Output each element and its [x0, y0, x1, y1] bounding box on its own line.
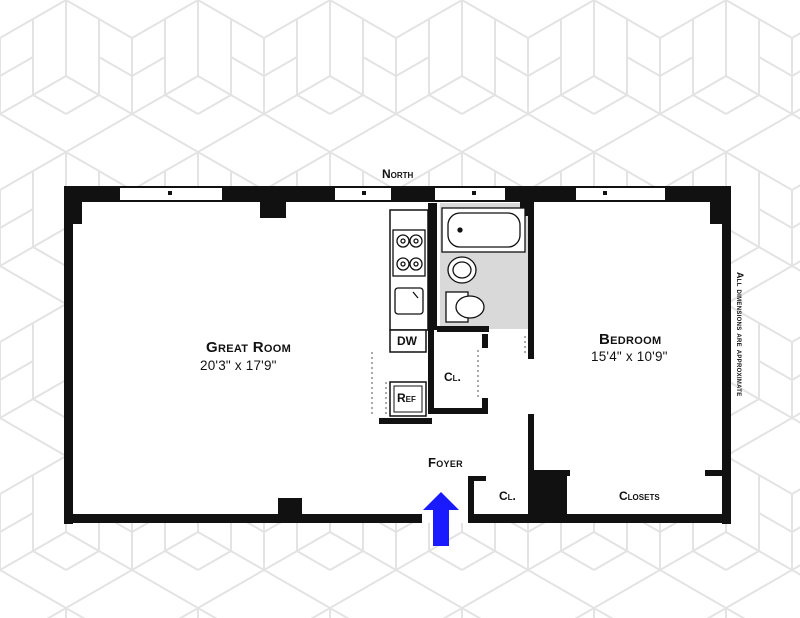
foyer-name: Foyer — [428, 455, 463, 470]
bedroom-name: Bedroom — [599, 331, 662, 348]
bathtub-icon — [441, 207, 526, 253]
great-room-name: Great Room — [206, 339, 292, 356]
sink-icon — [394, 287, 424, 315]
refrigerator-label: Ref — [397, 391, 416, 405]
closet-label-lower: Cl. — [499, 489, 516, 503]
door-swings — [371, 336, 526, 414]
toilet-icon — [445, 291, 485, 323]
dishwasher-label: DW — [397, 334, 417, 348]
great-room-dimensions: 20'3" x 17'9" — [200, 358, 277, 373]
bath-sink-icon — [447, 256, 477, 284]
walls — [64, 186, 731, 524]
bedroom-dimensions: 15'4" x 10'9" — [591, 349, 668, 364]
compass-north-label: North — [382, 167, 414, 181]
closet-label-upper: Cl. — [444, 370, 461, 384]
dimensions-note: All dimensions are approximate — [735, 272, 745, 397]
stove-icon — [392, 229, 426, 277]
refrigerator-box — [389, 381, 427, 417]
entry-arrow-icon — [423, 492, 459, 546]
dishwasher-box — [389, 329, 427, 353]
closets-label: Closets — [619, 489, 660, 503]
